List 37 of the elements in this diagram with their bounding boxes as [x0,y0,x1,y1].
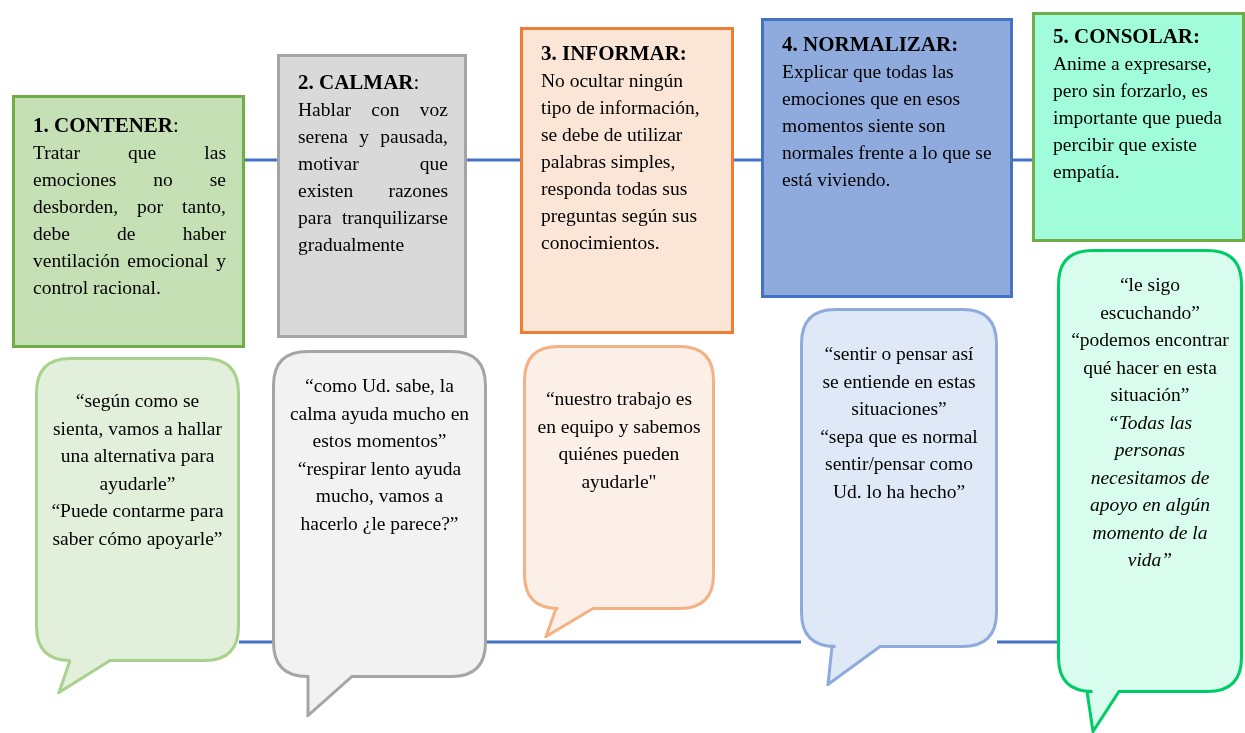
step-heading: 4. NORMALIZAR: [782,31,960,58]
speech-bubble [1057,249,1243,733]
quote-text: “Todas las personas necesitamos de apoyo en algún momento de la vida” [1088,410,1212,572]
step-heading: 3. INFORMAR: [541,40,688,67]
speech-bubble [800,308,998,686]
quote-text: “como Ud. sabe, la calma ayuda mucho en estos momentos” [288,374,471,453]
step-heading: 1. CONTENER: [33,112,180,139]
quote-text: “nuestro trabajo es en equipo y sabemos quiénes pueden ayudarle" [537,387,701,494]
step-heading: 5. CONSOLAR: [1053,23,1201,50]
step-box [1032,12,1245,242]
quote-text: “podemos encontrar qué hacer en esta situación” [1071,328,1229,407]
step-description: Tratar que las emociones no se desborden, por tanto, debe de haber ventilación emocional y control racional. [33,141,226,300]
step-heading: 2. CALMAR: [298,69,421,96]
step-box [761,18,1013,298]
quote-text: “sepa que es normal sentir/pensar como Ud. lo ha hecho” [819,424,979,504]
step-description: Anime a expresarse, pero sin forzarlo, es importante que pueda percibir que existe empatía. [1053,52,1223,184]
connector-line [1012,158,1033,162]
speech-bubble [523,345,715,638]
quote-text: “respirar lento ayuda mucho, vamos a hacerlo ¿le parece?” [296,456,463,536]
step-description: Hablar con voz serena y pausada, motivar que existen razones para tranquilizarse gradualmente [298,98,448,257]
step-box [277,54,467,338]
quote-text: “Puede contarme para saber cómo apoyarle” [50,499,225,551]
speech-bubble [272,350,487,717]
connector-line [239,640,273,644]
connector-line [466,158,521,162]
step-description: No ocultar ningún tipo de información, se debe de utilizar palabras simples, responda todas sus preguntas según sus conocimientos. [541,69,701,255]
speech-bubble [35,357,240,694]
connector-line [733,158,762,162]
step-description: Explicar que todas las emociones que en esos momentos siente son normales frente a lo que se está viviendo. [782,60,993,192]
connector-line [244,158,278,162]
quote-text: “le sigo escuchando” [1099,273,1201,325]
connector-line [486,640,801,644]
step-box [12,95,245,348]
step-box [520,27,734,334]
connector-line [997,640,1058,644]
quote-text: “según como se sienta, vamos a hallar una alternativa para ayudarle” [52,389,223,496]
quote-text: “sentir o pensar así se entiende en estas situaciones” [821,342,977,421]
